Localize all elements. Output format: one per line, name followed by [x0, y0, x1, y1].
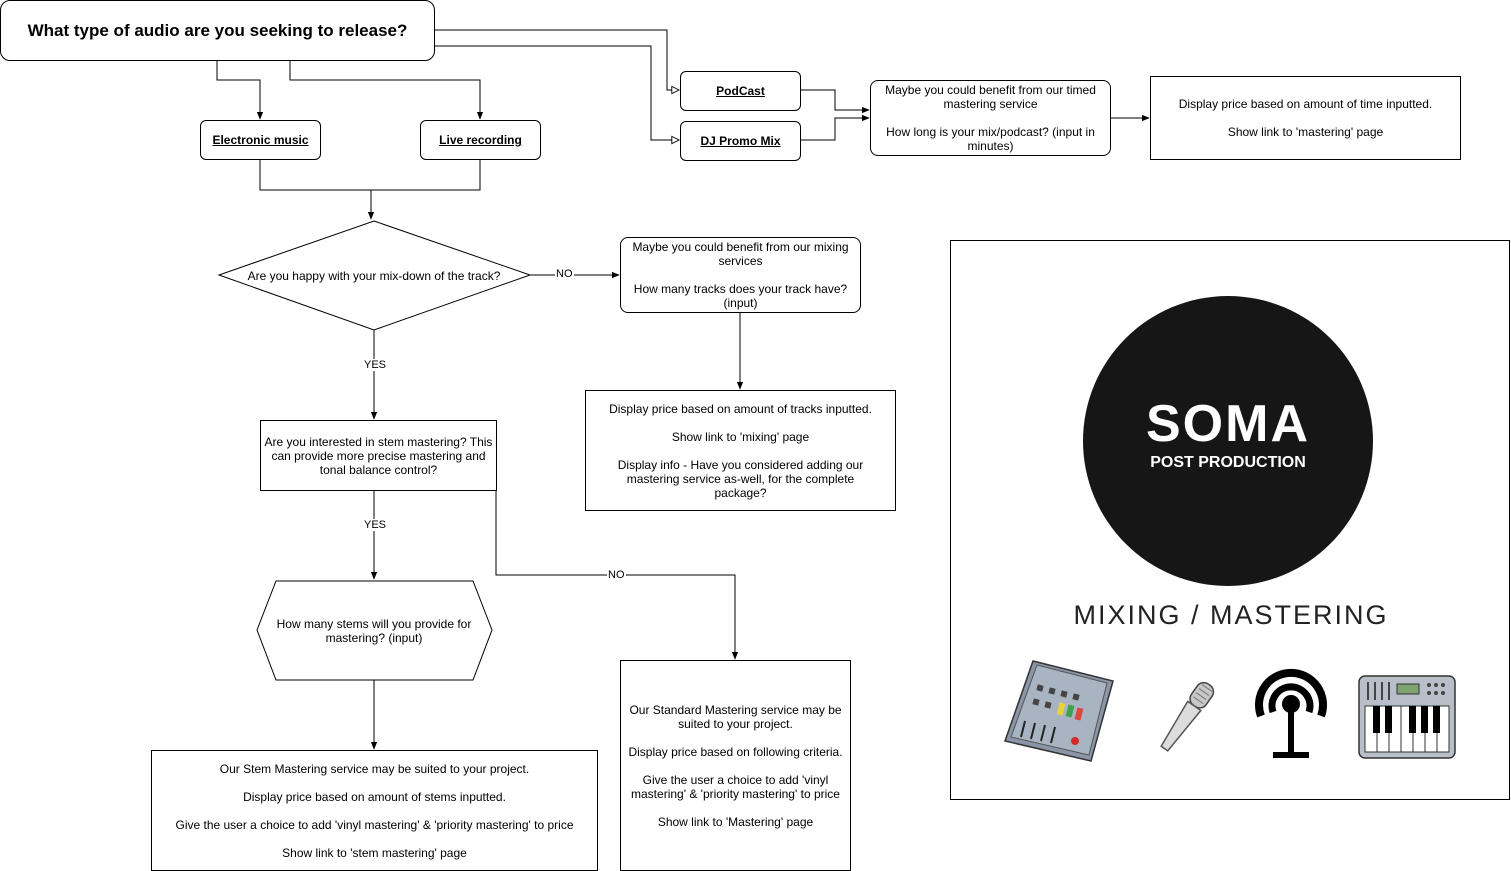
- mixdown-decision-shape: [217, 220, 532, 331]
- start-question-text: What type of audio are you seeking to re…: [27, 20, 408, 40]
- option-live-recording-label: Live recording: [439, 133, 522, 147]
- mixer-icon: [1004, 660, 1114, 762]
- timed-price-box: Display price based on amount of time in…: [1150, 76, 1461, 160]
- stems-input: How many stems will you provide for mast…: [270, 580, 478, 681]
- timed-mastering-line-3: How long is your mix/podcast? (input in …: [886, 125, 1099, 153]
- option-dj-promo-mix: DJ Promo Mix: [680, 121, 801, 161]
- logo-circle: SOMA POST PRODUCTION: [1083, 296, 1373, 586]
- mixing-offer-line-1: Maybe you could benefit from our mixing …: [632, 240, 852, 268]
- stem-mastering-result: Our Stem Mastering service may be suited…: [151, 750, 598, 871]
- keyboard-icon: [1358, 675, 1456, 759]
- mixing-price-line-3: Show link to 'mixing' page: [671, 429, 810, 444]
- mixing-price-line-1: Display price based on amount of tracks …: [609, 401, 872, 416]
- mixing-price-box: Display price based on amount of tracks …: [585, 390, 896, 511]
- standard-mastering-result: Our Standard Mastering service may be su…: [620, 660, 851, 871]
- timed-price-line-1: Display price based on amount of time in…: [1178, 97, 1433, 111]
- mixing-offer-line-3: How many tracks does your track have? (i…: [633, 282, 851, 310]
- timed-mastering-line-1: Maybe you could benefit from our timed m…: [885, 83, 1100, 111]
- logo-panel: SOMA POST PRODUCTION MIXING / MASTERING: [950, 240, 1510, 800]
- stem-result-line-1: Our Stem Mastering service may be suited…: [219, 761, 530, 776]
- standard-result-line-5: Give the user a choice to add 'vinyl mas…: [631, 772, 840, 801]
- option-electronic-music: Electronic music: [200, 120, 321, 160]
- stems-input-shape: [256, 580, 493, 681]
- podcast-icon: [1255, 668, 1327, 758]
- mixing-price-line-5: Display info - Have you considered addin…: [617, 457, 867, 500]
- option-podcast: PodCast: [680, 71, 801, 111]
- edge-label-no-stem: NO: [607, 569, 626, 581]
- logo-tagline: MIXING / MASTERING: [1073, 600, 1389, 630]
- logo-name: SOMA: [1146, 395, 1310, 453]
- standard-result-line-3: Display price based on following criteri…: [628, 744, 843, 759]
- edge-title-live: [289, 60, 484, 120]
- edge-merge: [259, 160, 481, 219]
- mixdown-decision-text: Are you happy with your mix-down of the …: [247, 268, 501, 283]
- edge-title-electronic: [216, 60, 264, 120]
- edge-title-podcast: [434, 29, 679, 90]
- mixing-offer-box: Maybe you could benefit from our mixing …: [620, 237, 861, 313]
- option-dj-promo-mix-label: DJ Promo Mix: [700, 134, 781, 148]
- option-electronic-music-label: Electronic music: [212, 133, 309, 147]
- edge-label-no-mix: NO: [555, 268, 574, 280]
- timed-price-line-3: Show link to 'mastering' page: [1227, 125, 1384, 139]
- microphone-icon: [1160, 681, 1215, 752]
- stems-input-text: How many stems will you provide for mast…: [276, 616, 472, 645]
- option-podcast-label: PodCast: [716, 84, 765, 98]
- option-live-recording: Live recording: [420, 120, 541, 160]
- mixdown-decision: Are you happy with your mix-down of the …: [218, 220, 530, 331]
- logo-subtitle: POST PRODUCTION: [1150, 454, 1306, 471]
- standard-result-line-7: Show link to 'Mastering' page: [657, 814, 814, 829]
- standard-result-line-1: Our Standard Mastering service may be su…: [629, 702, 845, 731]
- stem-result-line-7: Show link to 'stem mastering' page: [282, 845, 467, 860]
- edge-dj-timed: [800, 114, 870, 141]
- edge-label-yes-mix: YES: [363, 359, 388, 371]
- edge-podcast-timed: [800, 89, 870, 114]
- stem-result-line-5: Give the user a choice to add 'vinyl mas…: [175, 817, 574, 832]
- timed-mastering-box: Maybe you could benefit from our timed m…: [870, 80, 1111, 156]
- stem-result-line-3: Display price based on amount of stems i…: [243, 789, 506, 804]
- stem-question-text: Are you interested in stem mastering? Th…: [264, 434, 496, 477]
- edge-title-dj: [434, 45, 679, 140]
- edge-label-yes-stem: YES: [363, 519, 388, 531]
- stem-question-box: Are you interested in stem mastering? Th…: [260, 420, 497, 491]
- start-question: What type of audio are you seeking to re…: [0, 0, 435, 61]
